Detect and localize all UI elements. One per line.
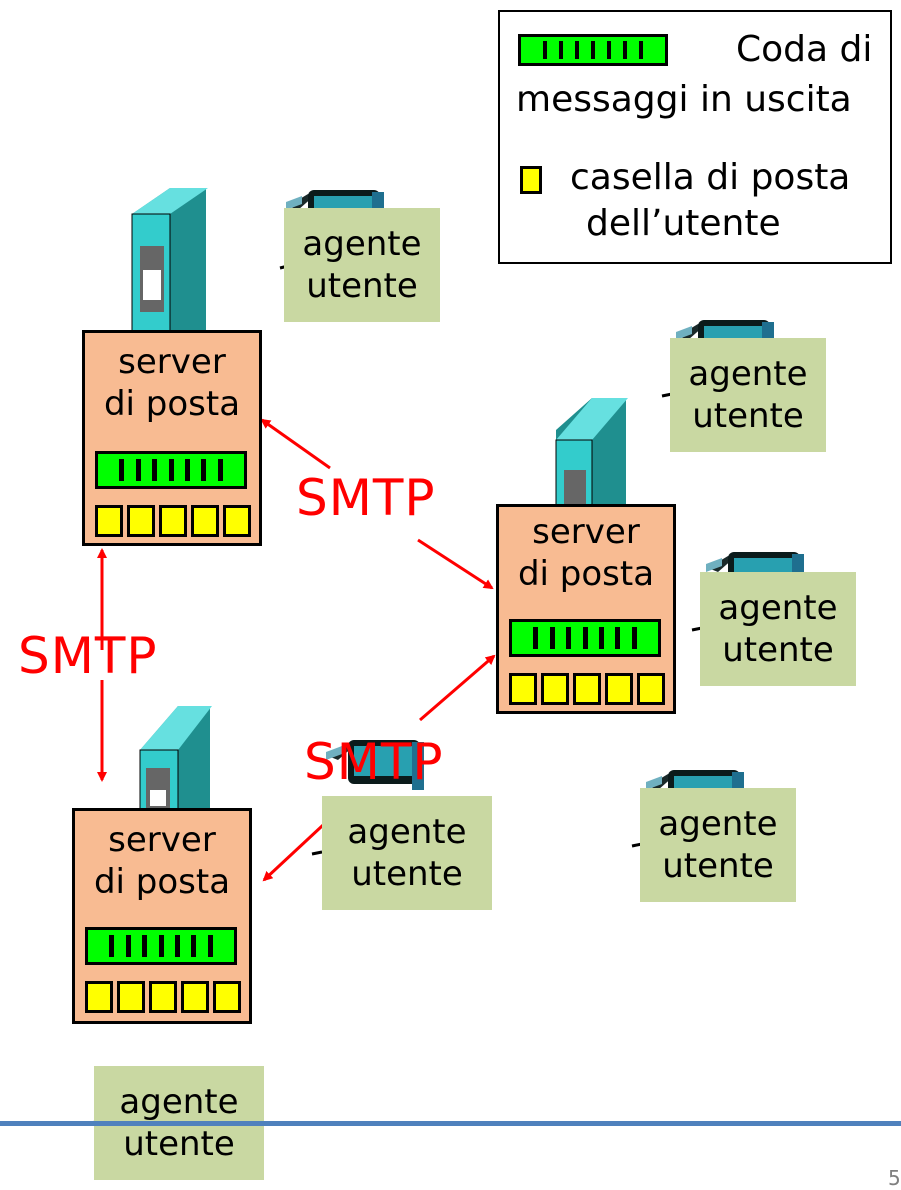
mail-server-2: server di posta bbox=[496, 504, 676, 714]
agent-label-line1: agente bbox=[302, 224, 422, 264]
mailbox-icon bbox=[637, 673, 665, 705]
mail-server-3: server di posta bbox=[72, 808, 252, 1024]
server-label-line1: server bbox=[532, 512, 640, 552]
agent-label-line2: utente bbox=[351, 854, 463, 894]
agent-label-line1: agente bbox=[718, 588, 838, 628]
server-tower-icon bbox=[139, 706, 212, 813]
server-label-line2: di posta bbox=[103, 384, 241, 424]
agent-label-line2: utente bbox=[306, 266, 418, 306]
smtp-label-lower: SMTP bbox=[304, 733, 444, 791]
server-label-line1: server bbox=[118, 342, 226, 382]
user-agent-2: agente utente bbox=[670, 338, 826, 452]
user-agent-1: agente utente bbox=[284, 208, 440, 322]
mailbox-icon bbox=[541, 673, 569, 705]
mailbox-icon bbox=[85, 981, 113, 1013]
mailbox-icon bbox=[117, 981, 145, 1013]
server-label-line2: di posta bbox=[517, 554, 655, 594]
user-agent-4: agente utente bbox=[640, 788, 796, 902]
server-label-line1: server bbox=[108, 820, 216, 860]
server-label-line2: di posta bbox=[93, 862, 231, 902]
outgoing-queue bbox=[95, 451, 247, 489]
legend-queue-swatch bbox=[518, 34, 668, 66]
outgoing-queue bbox=[509, 619, 661, 657]
server-tower-icon bbox=[131, 188, 208, 333]
user-mailboxes bbox=[85, 981, 241, 1013]
legend-mailbox-label-line2: dell’utente bbox=[586, 203, 781, 244]
legend-queue-label-line2: messaggi in uscita bbox=[516, 79, 852, 120]
mailbox-icon bbox=[127, 505, 155, 537]
arrow-to-server-2-lower bbox=[419, 654, 496, 722]
agent-label-line2: utente bbox=[662, 846, 774, 886]
server-tower-icon bbox=[555, 398, 628, 509]
agent-label-line2: utente bbox=[722, 630, 834, 670]
mailbox-icon bbox=[159, 505, 187, 537]
mailbox-icon bbox=[181, 981, 209, 1013]
legend-mailbox-swatch bbox=[520, 166, 542, 194]
agent-label-line1: agente bbox=[119, 1082, 239, 1122]
mailbox-icon bbox=[191, 505, 219, 537]
smtp-label-upper: SMTP bbox=[296, 469, 436, 527]
legend-mailbox-label-line1: casella di posta bbox=[570, 157, 851, 198]
user-mailboxes bbox=[95, 505, 251, 537]
user-agent-3: agente utente bbox=[700, 572, 856, 686]
user-mailboxes bbox=[509, 673, 665, 705]
legend-queue-label-line1: Coda di bbox=[736, 29, 873, 70]
mailbox-icon bbox=[95, 505, 123, 537]
arrow-to-server-2 bbox=[417, 538, 494, 590]
smtp-label-left: SMTP bbox=[18, 627, 158, 685]
agent-label-line2: utente bbox=[123, 1124, 235, 1164]
agent-label-line1: agente bbox=[688, 354, 808, 394]
agent-label-line1: agente bbox=[347, 812, 467, 852]
agent-label-line2: utente bbox=[692, 396, 804, 436]
outgoing-queue bbox=[85, 927, 237, 965]
mailbox-icon bbox=[509, 673, 537, 705]
mailbox-icon bbox=[223, 505, 251, 537]
page-number: 5 bbox=[888, 1166, 901, 1190]
arrow-to-server-1 bbox=[260, 418, 331, 470]
user-agent-5: agente utente bbox=[322, 796, 492, 910]
mailbox-icon bbox=[573, 673, 601, 705]
mailbox-icon bbox=[213, 981, 241, 1013]
mailbox-icon bbox=[149, 981, 177, 1013]
mailbox-icon bbox=[605, 673, 633, 705]
mail-server-1: server di posta bbox=[82, 330, 262, 546]
legend: Coda di messaggi in uscita casella di po… bbox=[498, 10, 892, 264]
footer-rule bbox=[0, 1121, 901, 1126]
agent-label-line1: agente bbox=[658, 804, 778, 844]
